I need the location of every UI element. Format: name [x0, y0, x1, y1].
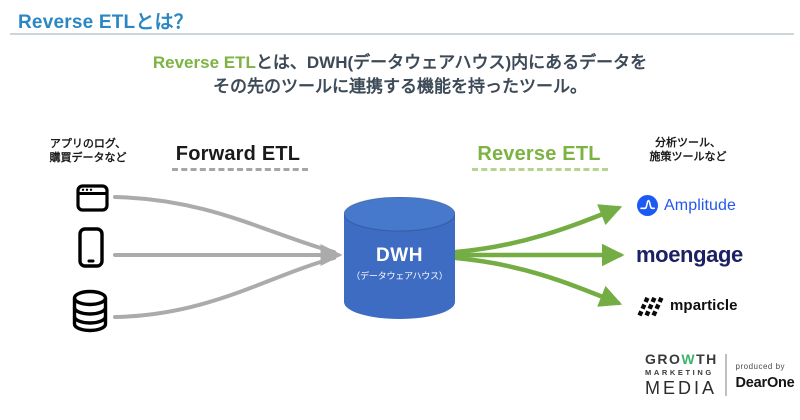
- reverse-line-top: [453, 204, 623, 255]
- footer-divider: [725, 354, 727, 396]
- reverse-etl-label: Reverse ETL: [477, 143, 601, 165]
- mparticle-icon: [637, 294, 664, 317]
- database-icon: [72, 289, 108, 333]
- produced-by-text: produced by: [735, 361, 786, 371]
- brand-line-growth: GROWTH: [645, 351, 721, 367]
- destinations-label-line2: 施策ツールなど: [649, 151, 727, 163]
- destinations-label-line1: 分析ツール、: [655, 137, 721, 149]
- destinations-label: 分析ツール、 施策ツールなど: [633, 136, 743, 164]
- footer-brand: GROWTH MARKETING MEDIA produced by DearO…: [645, 351, 795, 399]
- tool-moengage-name: moengage: [636, 242, 743, 267]
- dwh-label: DWH （データウェアハウス）: [344, 197, 455, 282]
- forward-line-top: [113, 195, 336, 254]
- page-title: Reverse ETLとは？: [18, 12, 193, 33]
- subtitle-line2: その先のツールに連携する機能を持ったツール。: [213, 77, 587, 96]
- produced-by-block: produced by DearOne: [736, 360, 795, 391]
- dwh-cylinder: DWH （データウェアハウス）: [343, 196, 456, 320]
- forward-flow-lines: [113, 195, 343, 319]
- dwh-cylinder-shape: [343, 196, 456, 319]
- dwh-caption: （データウェアハウス）: [351, 271, 448, 281]
- smartphone-icon: [78, 227, 104, 268]
- tool-mparticle-name: mparticle: [670, 297, 738, 314]
- subtitle-line1-rest: とは、DWH(データウェアハウス)内にあるデータを: [255, 53, 648, 72]
- growth-post: TH: [696, 351, 718, 367]
- sources-label: アプリのログ、 購買データなど: [33, 137, 143, 165]
- growth-marketing-media-logo: GROWTH MARKETING MEDIA: [645, 351, 721, 399]
- amplitude-icon: [637, 195, 658, 216]
- tool-amplitude: Amplitude: [637, 195, 736, 216]
- sources-label-line1: アプリのログ、: [49, 138, 127, 150]
- reverse-flow-lines: [453, 204, 625, 307]
- reverse-etl-dashed-rule: [472, 168, 608, 171]
- forward-line-bottom: [113, 256, 336, 319]
- growth-pre: GRO: [645, 351, 682, 367]
- subtitle: Reverse ETLとは、DWH(データウェアハウス)内にあるデータをその先の…: [0, 51, 800, 99]
- tool-amplitude-name: Amplitude: [664, 196, 737, 214]
- dwh-name: DWH: [376, 245, 423, 266]
- tool-mparticle: mparticle: [637, 293, 738, 318]
- browser-icon: [76, 184, 109, 212]
- dearone-logo: DearOne: [735, 374, 795, 391]
- title-underline: [10, 33, 794, 35]
- tool-moengage: moengage: [636, 242, 743, 268]
- brand-line-media: MEDIA: [645, 378, 718, 398]
- subtitle-highlight: Reverse ETL: [152, 53, 256, 72]
- forward-etl-dashed-rule: [172, 168, 308, 171]
- brand-line-marketing: MARKETING: [645, 368, 714, 377]
- sources-label-line2: 購買データなど: [49, 152, 127, 164]
- reverse-line-bottom: [453, 255, 623, 307]
- forward-etl-label: Forward ETL: [175, 143, 301, 165]
- growth-w-check: W: [681, 351, 697, 367]
